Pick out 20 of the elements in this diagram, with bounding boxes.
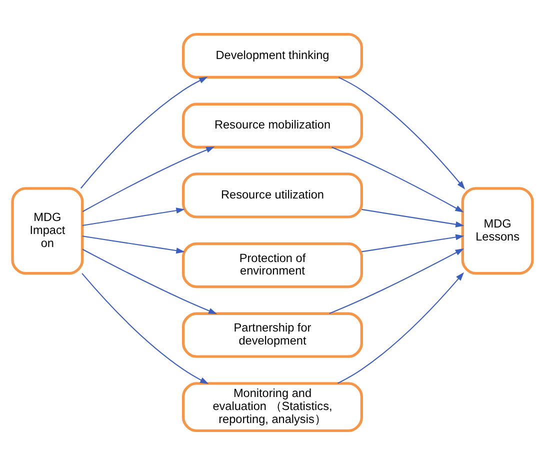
- arrow: [82, 208, 185, 226]
- node-box: Monitoring and evaluation （Statistics, reporting, analysis）: [182, 382, 363, 432]
- node-box: Resource mobilization: [182, 102, 363, 148]
- node-box: MDG Impact on: [11, 187, 84, 275]
- arrow: [82, 248, 218, 314]
- arrow: [80, 76, 208, 189]
- arrow: [338, 76, 466, 190]
- arrow: [82, 146, 215, 212]
- node-box: MDG Lessons: [461, 187, 534, 275]
- node-box: Resource utilization: [182, 172, 363, 218]
- arrow: [332, 146, 464, 212]
- arrow: [362, 208, 464, 228]
- arrow: [362, 234, 464, 252]
- node-box: Protection of environment: [182, 242, 363, 288]
- arrow: [337, 272, 464, 384]
- node-box: Partnership for development: [182, 312, 363, 358]
- arrow: [82, 236, 185, 254]
- arrow: [329, 248, 464, 314]
- arrow: [82, 273, 209, 384]
- node-box: Development thinking: [182, 32, 363, 79]
